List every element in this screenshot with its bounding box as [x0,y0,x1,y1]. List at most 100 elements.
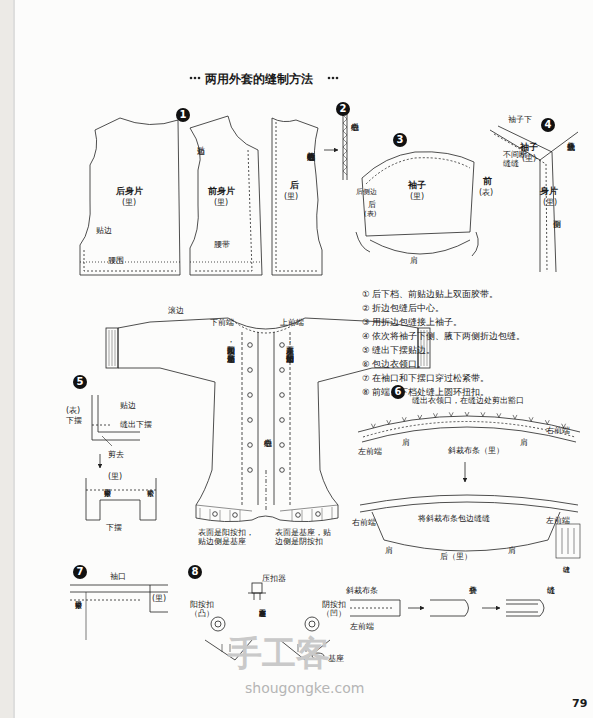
bias-tape-steps [506,600,544,616]
collar-notches [371,412,565,428]
step-note: ⑥ 包边衣领口。 [362,360,426,370]
collar-notches [449,412,453,416]
hem-detail [86,490,156,491]
part-label: 贴边 [120,401,136,410]
bias-tape-steps [430,600,469,616]
page-edge [0,0,14,718]
page-edge [0,0,13,718]
part-label: (里) [284,192,298,201]
side-seam [490,126,578,272]
collar-notches [387,420,391,424]
part-label: 斜裁布条 [346,586,378,595]
step-number: 2 [336,102,350,116]
collar-binding [465,462,466,482]
hem-detail [102,436,112,446]
part-label: 将斜裁布条包边缝缝 [418,514,490,523]
step-number-text: 1 [180,109,187,120]
collar-notches [402,417,406,421]
front-piece [190,116,262,275]
collar-binding [358,416,580,558]
seam-detail [343,115,347,175]
step-note: ⑦ 在袖口和下摆口穿过松紧带。 [362,374,489,384]
part-label: 表面是阳按扣，贴边侧是基座 [198,528,260,546]
step-number: 4 [541,118,555,132]
collar-notches [465,412,469,416]
snap-dots [316,512,321,517]
part-label: (表) [364,210,376,218]
romper [266,470,267,512]
watermark: shougongke.com [245,680,364,696]
back-center-piece [272,118,322,275]
side-seam [540,132,578,160]
part-label: (里) [214,198,228,207]
seam-detail [343,110,347,180]
snap-tool [252,583,262,593]
cuff-detail [86,592,87,640]
collar-notches [529,417,533,421]
bias-tape-steps [350,600,544,616]
part-label: 左前端 [546,516,570,525]
title-dots [194,77,197,80]
romper [228,318,305,329]
hem-detail [86,478,156,520]
sleeve-attach [370,240,470,254]
part-label: (表) [66,406,80,415]
part-label: 身片 [540,186,558,196]
snap-dots [248,418,253,423]
snap-dots [248,393,253,398]
romper [274,332,275,505]
bias-tape-steps [408,608,424,609]
snap-dots [248,443,253,448]
step-number: 1 [176,108,190,122]
snap-dots [280,368,285,373]
part-label: 不间断缝缝 [503,150,529,168]
back-piece [80,262,180,263]
cuff-detail [70,600,140,601]
step-note: ③ 用折边包缝接上袖子。 [362,318,462,328]
side-seam [494,134,547,272]
collar-binding [360,502,578,512]
front-piece [190,116,262,275]
part-label: 表面是基座，贴边侧是阴按扣 [275,528,337,546]
front-piece [194,150,252,271]
step-note: ⑤ 缝出下摆贴边。 [362,346,435,356]
romper [258,332,259,505]
collar-binding [360,495,578,505]
side-seam [490,130,540,272]
step-note: ① 后下档、前贴边贴上双面胶带。 [362,290,498,300]
collar-notches [513,415,517,419]
step-number-text: 2 [340,103,347,114]
hem-detail [86,395,156,520]
part-label: 缝出下摆 [120,420,152,429]
part-label: 阴按扣（凹） [322,600,352,618]
snap-dots [213,343,321,518]
page-edge [14,0,15,718]
part-label: (里) [543,198,557,207]
title-dots [328,77,331,80]
part-label: 前身片 [208,186,235,196]
sleeve-attach [472,232,478,256]
snap-dots [248,368,253,373]
part-label: 右前端 [546,426,570,435]
snap-dots [280,443,285,448]
part-label: 表面是阳按扣，贴边侧是基座 [226,340,235,398]
step-number-text: 5 [77,376,84,387]
part-label: 袖子下 [508,115,532,124]
part-label: 后 [368,200,376,209]
part-label: (里) [152,594,166,603]
title-dots [190,77,193,80]
collar-notches [497,413,501,417]
part-label: (里) [410,192,424,201]
seam-detail [343,110,344,180]
romper [196,505,338,511]
snap-tool [309,621,315,627]
cuff-detail [70,585,168,592]
part-label: 阳按扣（凸） [190,600,220,618]
part-label: 左前端 [358,447,382,456]
watermark: 手工客 [228,634,330,673]
snap-dots [233,513,238,518]
part-label: 肩 [385,546,393,555]
part-label: 后（里） [440,552,472,561]
step-number-text: 4 [545,119,552,130]
part-label: (里) [122,198,136,207]
